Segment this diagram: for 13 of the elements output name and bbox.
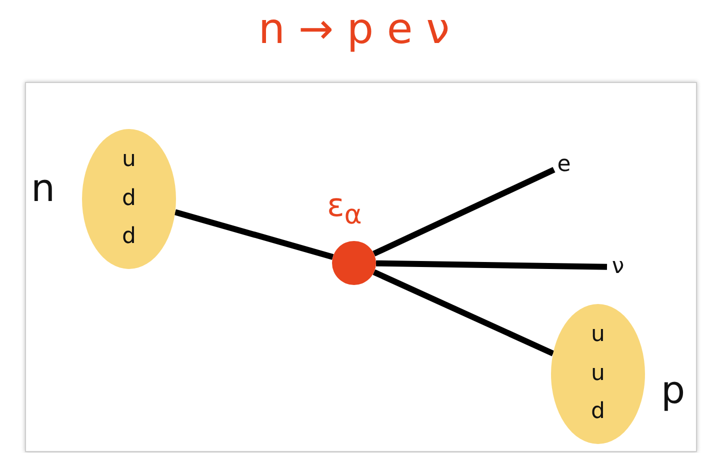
particle-line xyxy=(372,166,556,256)
vertex-dot xyxy=(332,241,376,285)
particle-line xyxy=(376,260,608,270)
particle-symbol: e xyxy=(557,154,571,176)
particle-label: p xyxy=(661,371,686,409)
particle-label: n xyxy=(31,169,56,207)
quark-letters: u u d xyxy=(590,321,606,426)
particle-line xyxy=(372,269,554,356)
coupling-label: ε$_{α}$ xyxy=(327,189,362,230)
quark-letters: u d d xyxy=(121,146,137,252)
particle-symbol: ν xyxy=(612,256,624,278)
particle-line xyxy=(174,209,334,260)
diagram-title: n → p e ν xyxy=(257,4,451,53)
